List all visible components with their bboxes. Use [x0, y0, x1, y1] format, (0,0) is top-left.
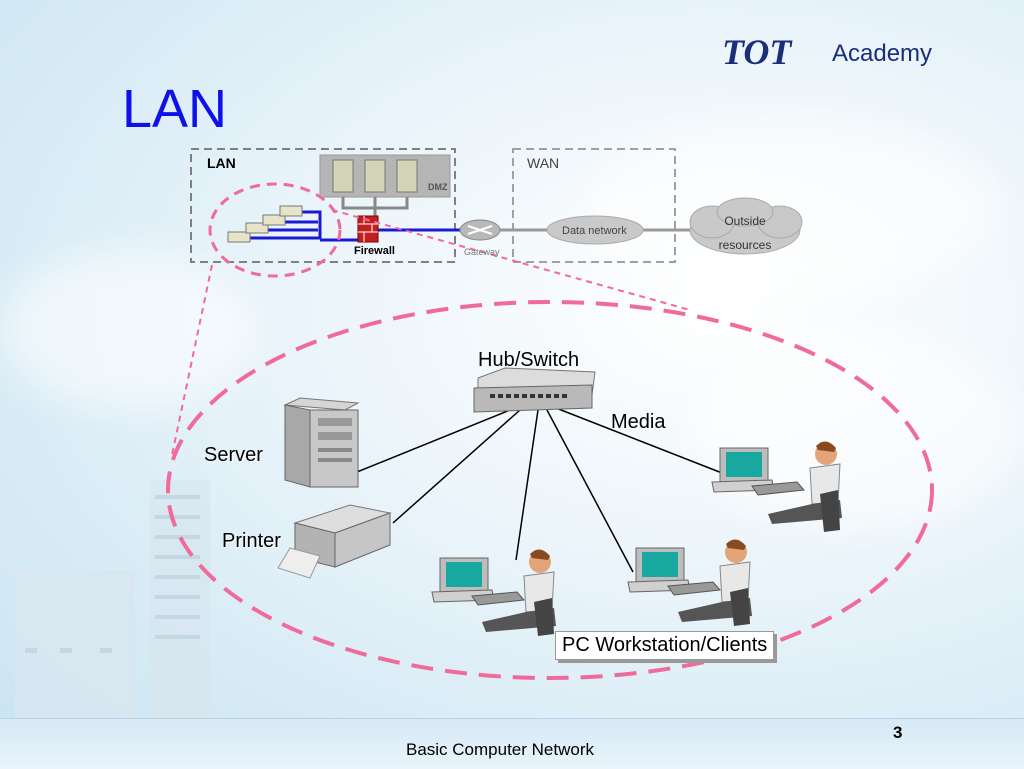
hub-switch-icon [473, 367, 596, 413]
outside-resources-label-line2: resources [718, 238, 772, 252]
pc-workstation-clients-label: PC Workstation/Clients [555, 631, 775, 660]
media-lines [356, 407, 723, 573]
outside-resources-cloud [689, 197, 803, 255]
data-network-cloud [546, 215, 644, 245]
wan-box [512, 148, 676, 263]
printer-label: Printer [222, 530, 281, 552]
hub-switch-label: Hub/Switch [478, 349, 580, 371]
gateway-label: Gateway [464, 247, 500, 257]
workstation-right [711, 441, 842, 532]
background-cloud [690, 330, 1020, 530]
workstation-bottom-left [431, 549, 556, 636]
zoom-detail-ellipse [166, 300, 934, 680]
zoom-connector [331, 209, 691, 311]
svg-text:Academy: Academy [832, 40, 932, 67]
wan-box-label: WAN [527, 155, 560, 171]
lan-pcs [227, 205, 303, 243]
svg-text:TOT: TOT [722, 34, 793, 72]
firewall-icon [357, 215, 379, 243]
tot-logo-mark: TOT Academy [722, 32, 932, 72]
footer-text: Basic Computer Network [405, 740, 594, 759]
data-network-label: Data network [562, 225, 627, 237]
background-building-image [15, 480, 210, 720]
media-label: Media [611, 411, 666, 433]
page-title: LAN [122, 79, 228, 139]
dmz-servers [319, 154, 451, 228]
outside-resources-label: Outside resources [690, 209, 800, 257]
workstation-bottom-right [627, 539, 752, 626]
gateway-icon [459, 219, 501, 241]
lan-box-label: LAN [207, 155, 236, 171]
network-diagram [166, 148, 934, 680]
server-icon [283, 397, 360, 488]
logo: TOT Academy [722, 32, 962, 79]
printer-icon [277, 504, 392, 579]
firewall-label: Firewall [354, 245, 395, 257]
footer-band [0, 718, 1024, 769]
background-cloud [0, 250, 260, 410]
dmz-label: DMZ [428, 182, 448, 192]
server-label: Server [204, 444, 263, 466]
outside-resources-label-line1: Outside [724, 214, 766, 228]
page-number: 3 [893, 723, 903, 742]
zoom-source-ellipse [208, 182, 342, 278]
